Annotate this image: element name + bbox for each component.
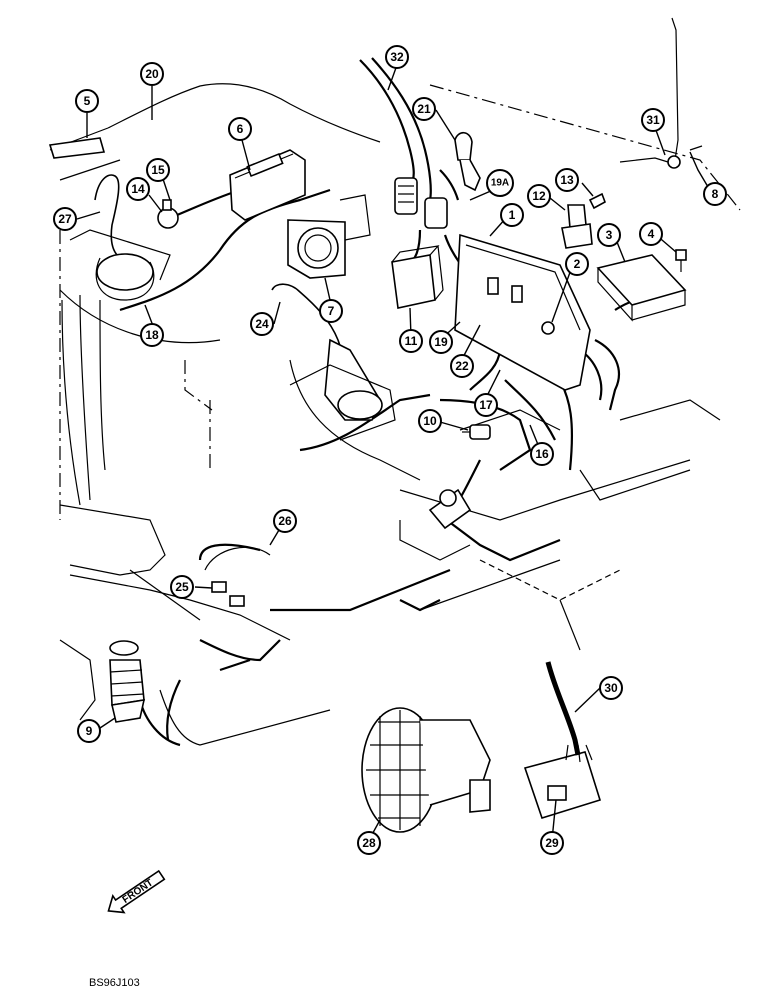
callout-13: 13 [555, 168, 579, 192]
callout-27: 27 [53, 207, 77, 231]
svg-text:29: 29 [545, 836, 559, 850]
svg-text:19A: 19A [491, 178, 509, 189]
solenoid [428, 488, 472, 530]
wiring-harness [119, 57, 671, 747]
callout-2: 2 [565, 252, 589, 276]
svg-text:2: 2 [574, 257, 581, 271]
svg-text:30: 30 [604, 681, 618, 695]
callout-20: 20 [140, 62, 164, 86]
svg-text:16: 16 [535, 447, 549, 461]
svg-text:15: 15 [151, 163, 165, 177]
callout-28: 28 [357, 831, 381, 855]
callout-12: 12 [527, 184, 551, 208]
svg-text:9: 9 [86, 724, 93, 738]
svg-text:13: 13 [560, 173, 574, 187]
callout-22: 22 [450, 354, 474, 378]
callout-9: 9 [77, 719, 101, 743]
svg-text:26: 26 [278, 514, 292, 528]
svg-text:19: 19 [434, 335, 448, 349]
part-24-right-joystick [271, 283, 396, 441]
svg-text:3: 3 [606, 228, 613, 242]
part-7-gasket [287, 219, 346, 279]
callout-5: 5 [75, 89, 99, 113]
callout-19A: 19A [486, 169, 514, 197]
callout-31: 31 [641, 108, 665, 132]
svg-text:4: 4 [648, 227, 655, 241]
callout-4: 4 [639, 222, 663, 246]
callout-15: 15 [146, 158, 170, 182]
callout-32: 32 [385, 45, 409, 69]
svg-text:22: 22 [455, 359, 469, 373]
part-31-antenna [619, 17, 703, 169]
part-9-lighter [109, 640, 146, 723]
front-label: FRONT [121, 877, 156, 905]
svg-text:20: 20 [145, 67, 159, 81]
svg-text:12: 12 [532, 189, 546, 203]
drawing-number: BS96J103 [89, 977, 140, 989]
callout-6: 6 [228, 117, 252, 141]
svg-text:21: 21 [417, 102, 431, 116]
part-14-switch [157, 199, 179, 229]
callout-18: 18 [140, 323, 164, 347]
svg-text:27: 27 [58, 212, 72, 226]
callout-8: 8 [703, 182, 727, 206]
callout-7: 7 [319, 299, 343, 323]
svg-text:18: 18 [145, 328, 159, 342]
callout-21: 21 [412, 97, 436, 121]
part-1-controller [454, 233, 591, 391]
svg-text:14: 14 [131, 182, 145, 196]
svg-text:32: 32 [390, 50, 404, 64]
svg-text:1: 1 [509, 208, 516, 222]
part-28-work-lamp [361, 707, 491, 833]
svg-text:11: 11 [405, 334, 418, 348]
callout-30: 30 [599, 676, 623, 700]
part-32-connectors [394, 177, 448, 229]
part-25-connector [211, 581, 245, 607]
callout-26: 26 [273, 509, 297, 533]
callout-1: 1 [500, 203, 524, 227]
svg-text:31: 31 [646, 113, 660, 127]
callout-24: 24 [250, 312, 274, 336]
part-3-amplifier [596, 254, 687, 322]
cab-outline [49, 83, 741, 746]
svg-text:24: 24 [255, 317, 269, 331]
part-26-wire [204, 546, 271, 571]
part-13-screw [588, 192, 606, 210]
part-5-bracket [48, 137, 106, 159]
front-arrow: FRONT [107, 869, 166, 914]
part-6-switch-panel [229, 149, 306, 221]
svg-text:7: 7 [328, 304, 335, 318]
callout-25: 25 [170, 575, 194, 599]
svg-text:6: 6 [237, 122, 244, 136]
part-11-relay [391, 245, 444, 309]
callout-17: 17 [474, 393, 498, 417]
part-29-bracket [523, 751, 602, 819]
part-27-left-joystick [69, 174, 171, 301]
callout-14: 14 [126, 177, 150, 201]
part-21-knob [454, 131, 481, 192]
callout-29: 29 [540, 831, 564, 855]
part-12-clip [561, 204, 593, 249]
part-10-switch [462, 424, 491, 440]
callout-16: 16 [530, 442, 554, 466]
svg-text:10: 10 [423, 414, 437, 428]
callout-11: 11 [399, 329, 423, 353]
callout-10: 10 [418, 409, 442, 433]
mounting-plate [339, 194, 371, 241]
svg-text:17: 17 [479, 398, 493, 412]
svg-text:25: 25 [175, 580, 189, 594]
svg-text:8: 8 [712, 187, 719, 201]
part-4-bolt [675, 249, 687, 272]
svg-text:28: 28 [362, 836, 376, 850]
part-30-cable [545, 661, 593, 763]
callout-19: 19 [429, 330, 453, 354]
svg-text:5: 5 [84, 94, 91, 108]
callout-3: 3 [597, 223, 621, 247]
